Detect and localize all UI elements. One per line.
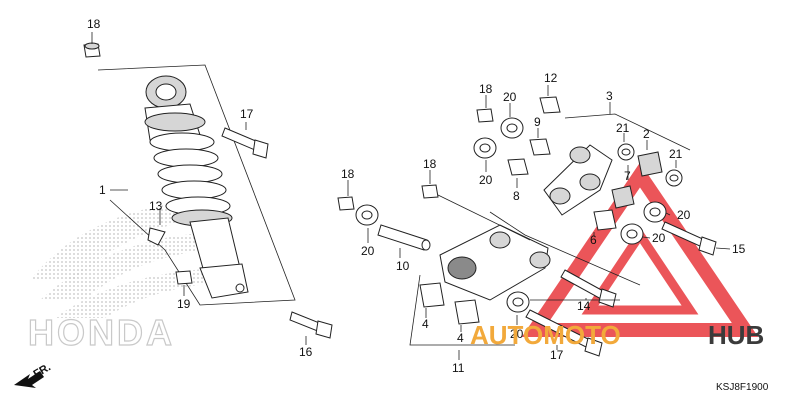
callout-13: 14 bbox=[577, 299, 591, 313]
part-4-collar-a bbox=[419, 282, 445, 308]
part-7-collar bbox=[507, 158, 529, 176]
callout-9: 10 bbox=[396, 259, 410, 273]
rear-shock-absorber bbox=[97, 64, 296, 306]
callout-4-a: 4 bbox=[422, 317, 429, 331]
part-20-washer-right-a bbox=[643, 201, 667, 223]
callout-1: 1 bbox=[99, 183, 106, 197]
part-16-bolt bbox=[221, 127, 269, 159]
part-13-bolt bbox=[560, 269, 617, 308]
part-18-nut-mid-left bbox=[337, 196, 355, 211]
callout-11: 12 bbox=[544, 71, 558, 85]
part-15-bolt bbox=[289, 311, 333, 339]
callout-labels: 18 1 17 13 19 16 18 20 10 18 18 20 20 12… bbox=[87, 17, 746, 375]
callout-12: 13 bbox=[149, 199, 163, 213]
callout-20-a: 20 bbox=[361, 244, 375, 258]
shock-spring bbox=[149, 132, 231, 216]
callout-20-e: 20 bbox=[652, 231, 666, 245]
part-21-seal-a bbox=[617, 143, 635, 161]
part-9-collar bbox=[377, 224, 431, 251]
callout-20-f: 20 bbox=[510, 327, 524, 341]
part-5-collar bbox=[593, 209, 617, 231]
callout-20-d: 20 bbox=[677, 208, 691, 222]
callout-3: 3 bbox=[606, 89, 613, 103]
watermark-text-part1: AUTOMOTO bbox=[470, 320, 621, 350]
callout-21-b: 21 bbox=[669, 147, 683, 161]
part-20-washer-lower bbox=[506, 291, 530, 313]
part-20-washer-left bbox=[355, 204, 379, 226]
watermark-triangle bbox=[521, 162, 759, 337]
callout-8: 9 bbox=[534, 115, 541, 129]
part-20-washer-right-b bbox=[620, 223, 644, 245]
part-14-bolt bbox=[661, 221, 717, 256]
part-18-nut-mid bbox=[421, 184, 439, 199]
callout-16: 17 bbox=[240, 107, 254, 121]
honda-brand-text: HONDA bbox=[28, 312, 175, 353]
part-20-washer-upper-b bbox=[500, 117, 524, 139]
front-arrow-label: FR. bbox=[32, 361, 53, 380]
callout-5: 6 bbox=[590, 233, 597, 247]
part-10-cushion-arm bbox=[439, 224, 551, 301]
part-11-collar bbox=[539, 96, 561, 114]
callout-15: 16 bbox=[299, 345, 313, 359]
callout-18-b: 18 bbox=[341, 167, 355, 181]
callout-7: 8 bbox=[513, 189, 520, 203]
part-6-bearing bbox=[611, 185, 635, 209]
part-21-seal-b bbox=[665, 169, 683, 187]
part-4-collar-b bbox=[454, 299, 480, 325]
watermark-text-part2: HUB bbox=[708, 320, 764, 350]
part-8-collar bbox=[529, 138, 551, 156]
part-17-bolt bbox=[525, 309, 603, 357]
diagram-code: KSJ8F1900 bbox=[716, 382, 769, 393]
callout-4-b: 4 bbox=[457, 331, 464, 345]
callout-14: 15 bbox=[732, 242, 746, 256]
callout-18-d: 18 bbox=[479, 82, 493, 96]
part-19-nut bbox=[175, 270, 193, 285]
part-2-bearing bbox=[637, 151, 663, 177]
callout-17: 17 bbox=[550, 348, 564, 362]
callout-18-c: 18 bbox=[423, 157, 437, 171]
front-direction-arrow: FR. bbox=[14, 361, 53, 388]
callout-2: 2 bbox=[643, 127, 650, 141]
watermark-text: AUTOMOTO HUB bbox=[470, 320, 764, 350]
part-18-nut-top bbox=[83, 42, 101, 58]
part-18-nut-upper bbox=[476, 108, 494, 123]
callout-20-c: 20 bbox=[479, 173, 493, 187]
callout-6: 7 bbox=[624, 169, 631, 183]
callout-18-a: 18 bbox=[87, 17, 101, 31]
callout-19: 19 bbox=[177, 297, 191, 311]
part-20-washer-upper-a bbox=[473, 137, 497, 159]
part-3-shock-link bbox=[543, 144, 613, 216]
damper-label-plate bbox=[147, 227, 166, 246]
callout-20-b: 20 bbox=[503, 90, 517, 104]
callout-10: 11 bbox=[452, 361, 465, 375]
leader-lines bbox=[91, 32, 731, 360]
callout-21-a: 21 bbox=[616, 121, 630, 135]
